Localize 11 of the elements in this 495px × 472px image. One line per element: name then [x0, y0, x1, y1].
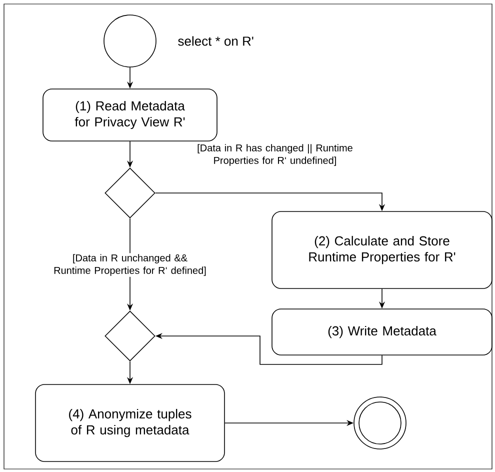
decision-diamond: [104, 168, 156, 218]
edge-label: [Data in R has changed || Runtime Properties for R‘ undefined]: [198, 144, 352, 166]
action-box: (4) Anonymize tuples of R using metadata: [35, 384, 225, 462]
start-circle: [104, 14, 156, 68]
node-caption: select * on R': [178, 36, 254, 46]
edge-label: [Data in R unchanged && Runtime Properties for R‘ defined]: [54, 254, 206, 276]
decision-diamond: [104, 310, 156, 362]
action-box: (3) Write Metadata: [272, 308, 492, 356]
action-box: (2) Calculate and Store Runtime Properties for R': [272, 211, 492, 289]
end-circle: [354, 396, 406, 450]
action-box: (1) Read Metadata for Privacy View R': [42, 88, 218, 142]
